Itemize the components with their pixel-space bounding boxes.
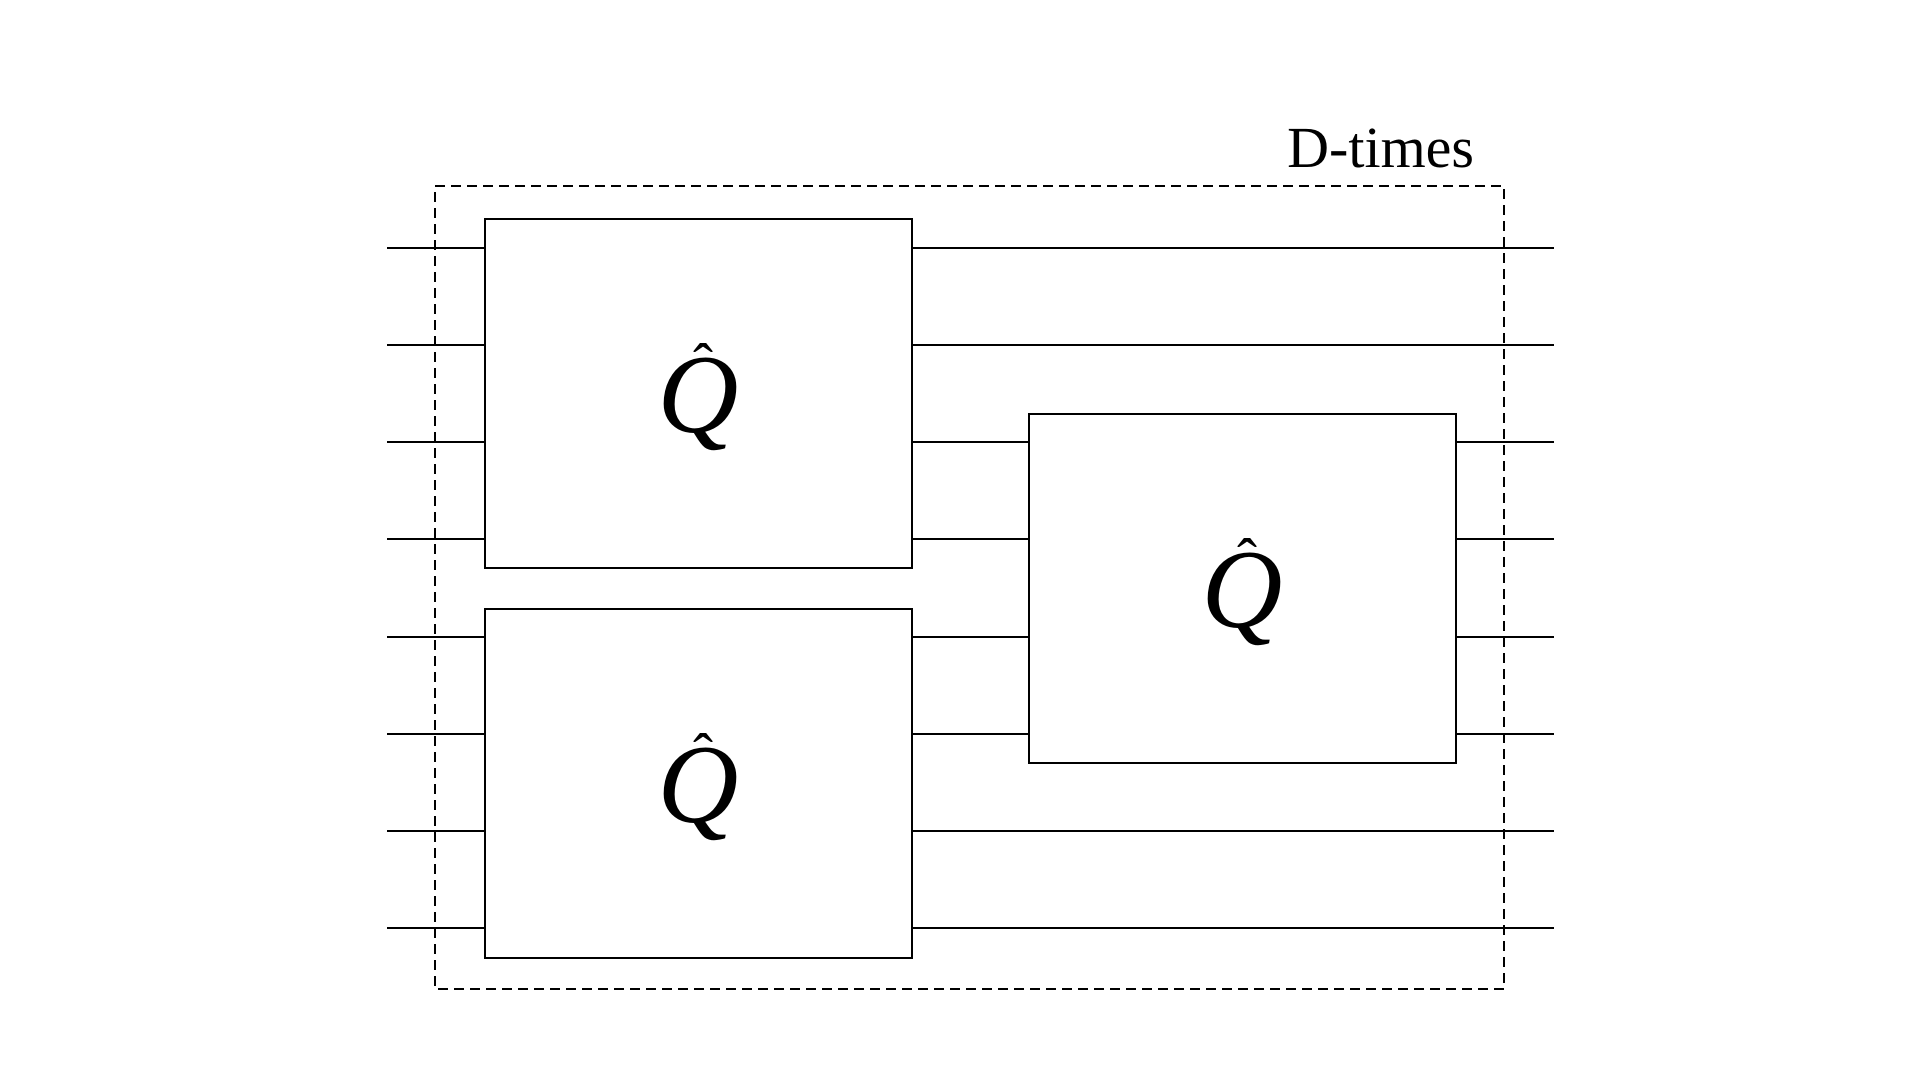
gate-symbol: Q	[1202, 528, 1283, 652]
gate-hat: ˆ	[693, 722, 713, 788]
gate-right: Q ˆ	[1028, 413, 1457, 764]
gate-bottom-left: Q ˆ	[484, 608, 913, 959]
gate-hat: ˆ	[693, 332, 713, 398]
repeat-frame	[434, 185, 1505, 990]
repeat-label: D-times	[1287, 115, 1474, 180]
gate-box	[484, 218, 913, 569]
gate-hat: ˆ	[1237, 527, 1257, 593]
gate-top-left: Q ˆ	[484, 218, 913, 569]
gate-symbol: Q	[658, 723, 739, 847]
gate-box	[484, 608, 913, 959]
gate-symbol: Q	[658, 333, 739, 457]
gate-box	[1028, 413, 1457, 764]
